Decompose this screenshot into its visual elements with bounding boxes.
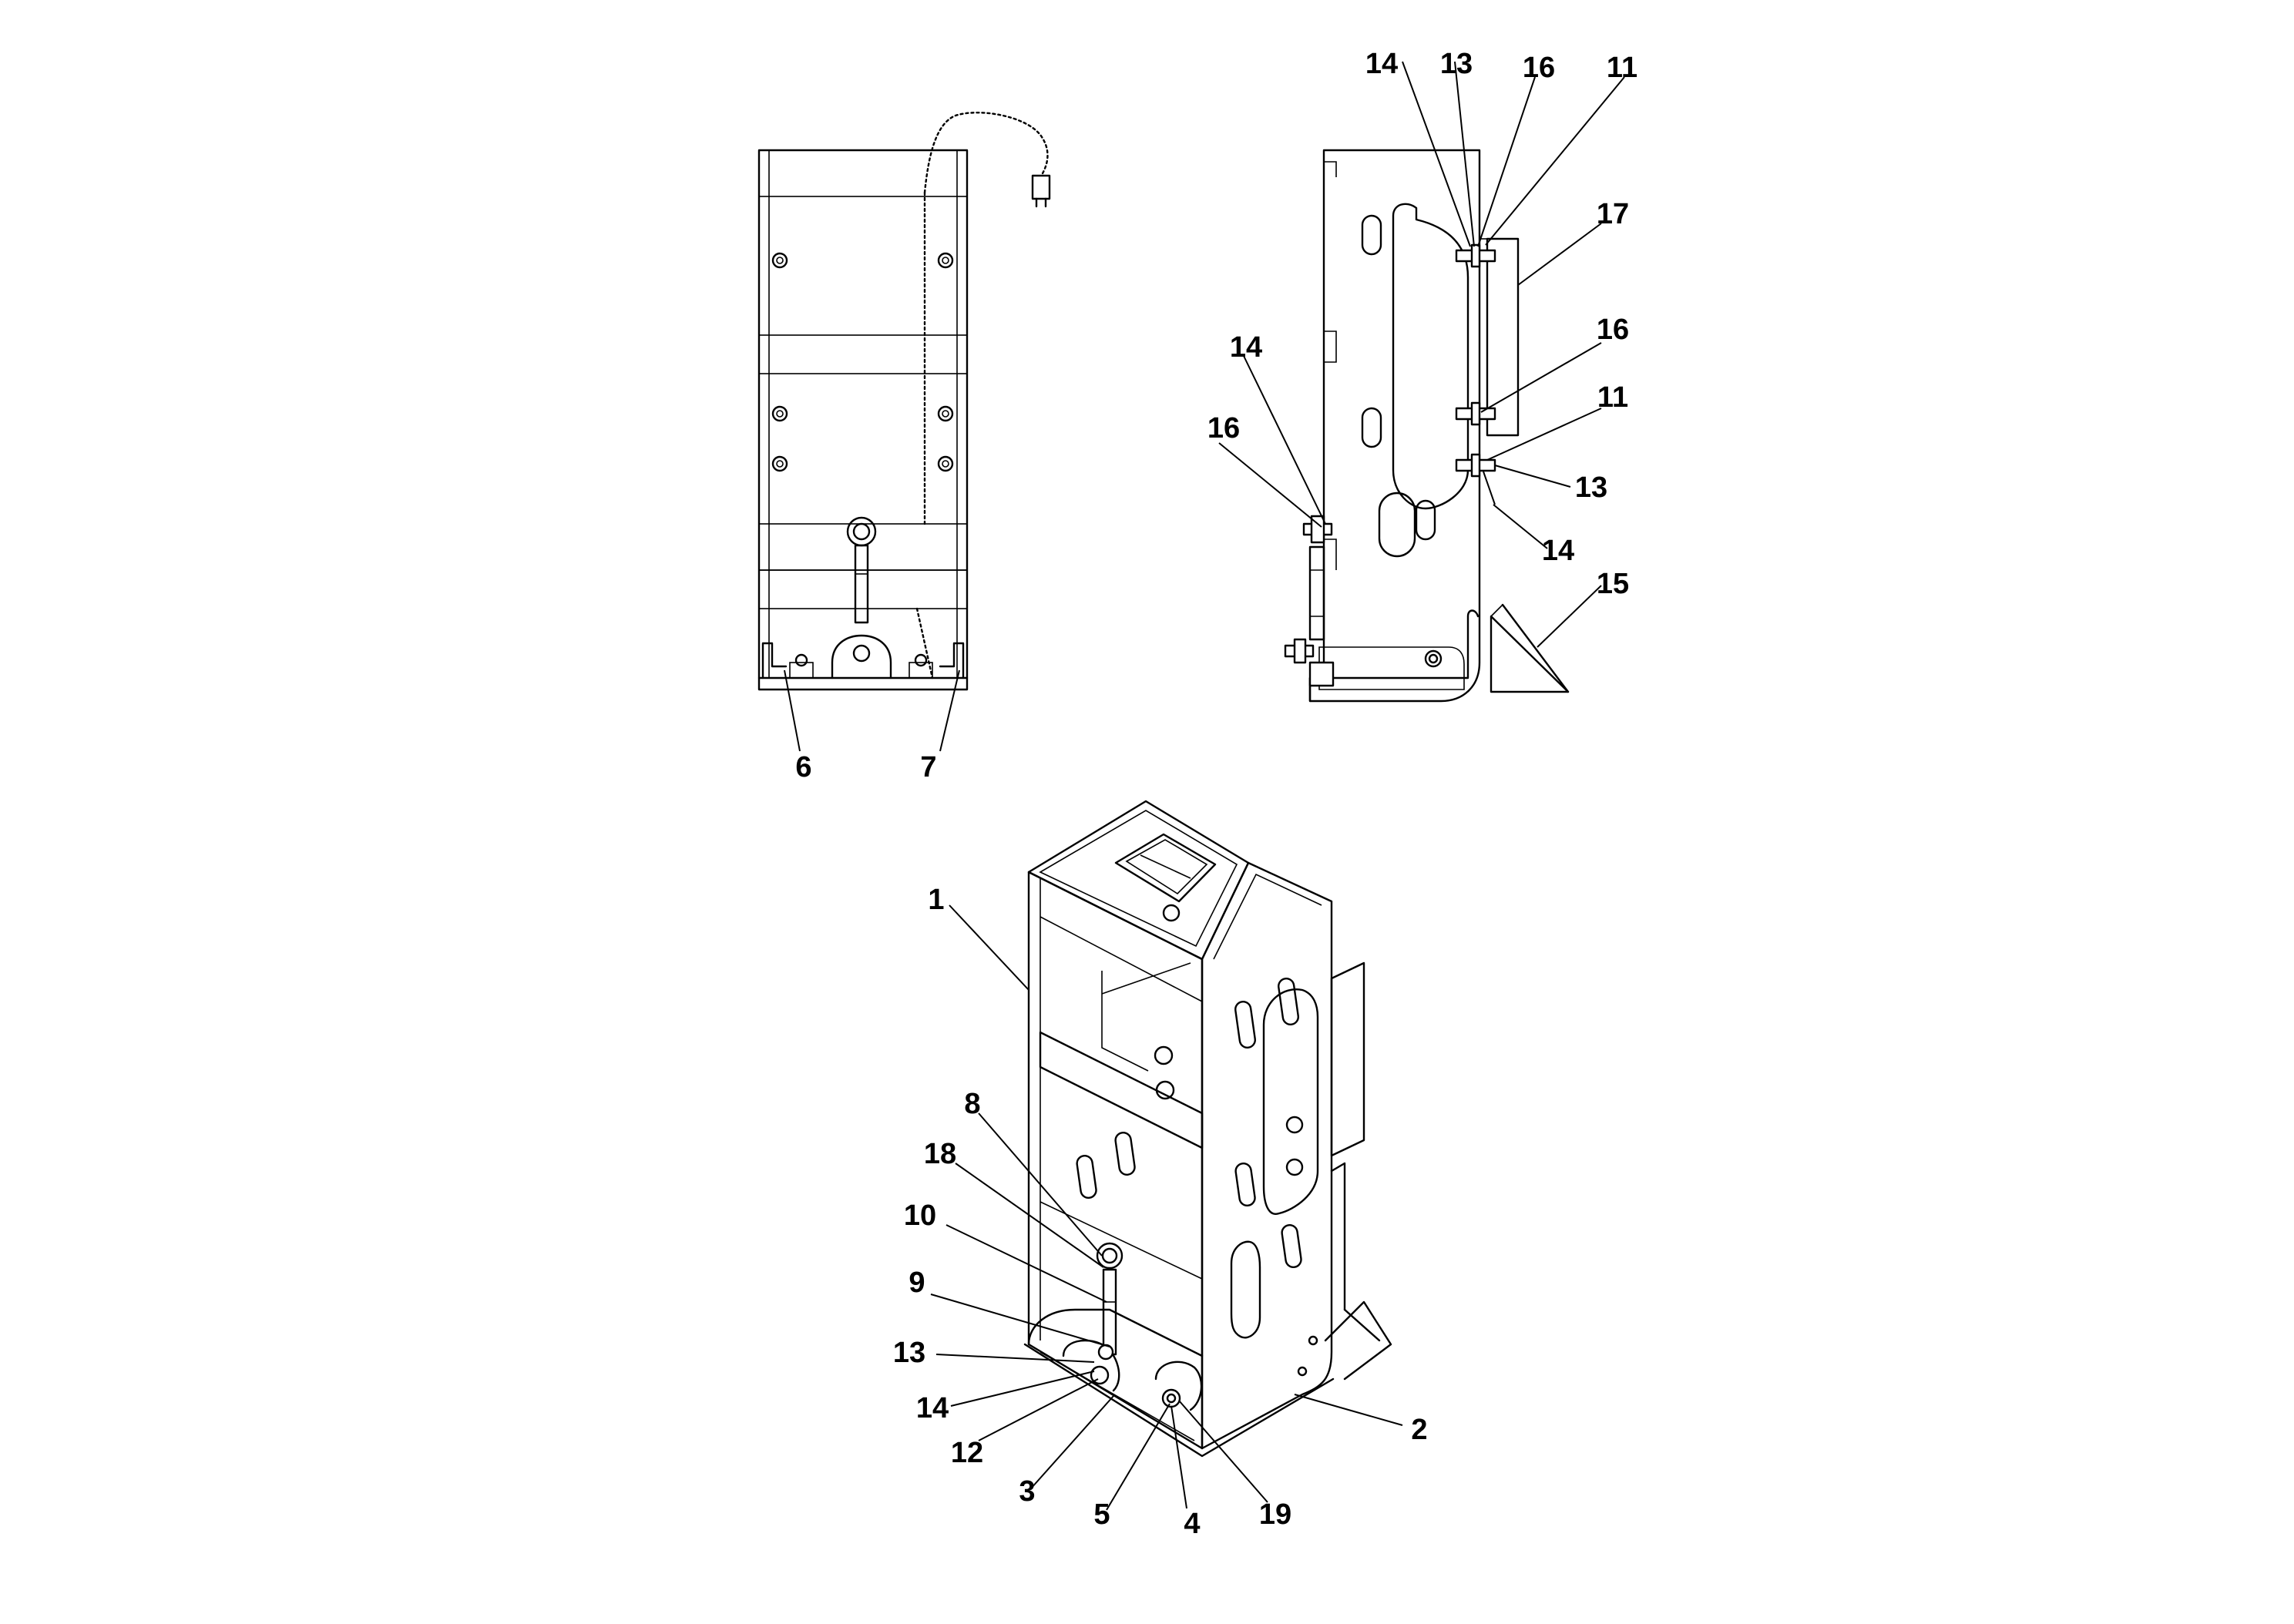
bolt-holes [771, 252, 954, 472]
callout-side-16a: 16 [1523, 52, 1555, 84]
iso-turnbuckle [1096, 1242, 1123, 1361]
callout-side-14c: 14 [1542, 535, 1574, 567]
callout-iso-19: 19 [1259, 1498, 1291, 1531]
callout-front-6: 6 [795, 751, 811, 783]
callout-side-11a: 11 [1607, 52, 1637, 84]
callout-iso-2: 2 [1411, 1414, 1427, 1446]
callout-side-13b: 13 [1575, 471, 1607, 504]
callout-iso-13: 13 [893, 1337, 925, 1369]
isometric-view [930, 800, 1403, 1511]
callout-side-16c: 16 [1597, 314, 1629, 346]
callout-side-15: 15 [1597, 568, 1629, 600]
callout-iso-1: 1 [928, 884, 944, 916]
front-view [757, 111, 1051, 752]
callout-iso-18: 18 [924, 1138, 956, 1170]
callout-iso-8: 8 [964, 1088, 980, 1120]
callout-front-7: 7 [920, 751, 936, 783]
coiled-cable [915, 111, 1051, 679]
callout-side-11b: 11 [1597, 381, 1628, 414]
callout-iso-5: 5 [1093, 1498, 1110, 1531]
callout-side-17: 17 [1597, 198, 1629, 230]
side-view [1218, 61, 1625, 703]
callout-iso-4: 4 [1184, 1508, 1200, 1540]
callout-iso-10: 10 [904, 1200, 936, 1232]
callout-iso-9: 9 [909, 1267, 925, 1299]
callout-iso-3: 3 [1019, 1475, 1035, 1508]
slot-holes [1361, 203, 1469, 558]
callout-side-14a: 14 [1365, 48, 1398, 80]
callout-side-16b: 16 [1207, 412, 1240, 445]
side-turnbuckle [1284, 515, 1335, 687]
callout-iso-14: 14 [916, 1392, 949, 1424]
iso-slots [1230, 977, 1319, 1339]
turnbuckle [831, 516, 892, 679]
callout-side-14b: 14 [1230, 331, 1262, 364]
callout-labels: 6 7 14 13 16 11 17 14 16 16 11 13 14 15 … [795, 48, 1637, 1540]
callout-side-13a: 13 [1440, 48, 1473, 80]
callout-iso-12: 12 [951, 1437, 983, 1469]
side-bolts [1455, 243, 1496, 478]
